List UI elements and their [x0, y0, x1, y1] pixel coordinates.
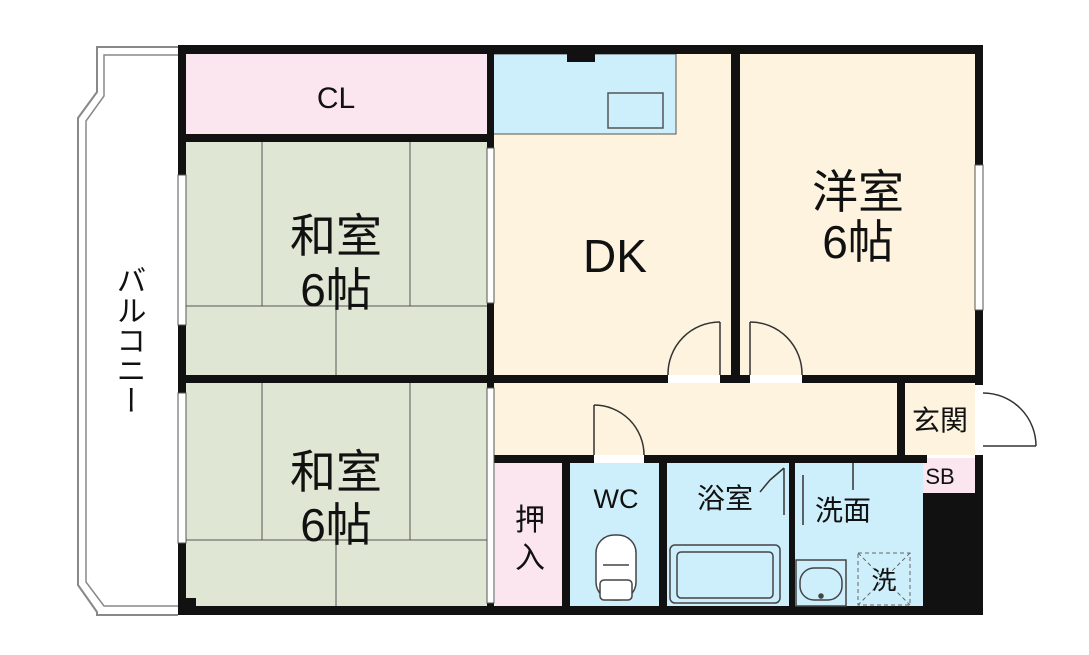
dk-label: DK	[583, 230, 647, 282]
oshiire-label-bottom: 入	[515, 542, 545, 575]
closet-label: CL	[317, 82, 355, 115]
bath-area	[667, 463, 789, 610]
tatami-lines-bottom	[185, 383, 487, 610]
sink-icon	[607, 92, 664, 129]
washing-machine-icon	[857, 552, 911, 606]
washitsu-bottom-name: 和室	[290, 446, 382, 498]
washitsu-top-size: 6帖	[300, 264, 372, 316]
washitsu-bottom-size: 6帖	[300, 499, 372, 551]
closet-area	[185, 54, 487, 134]
youshitsu-area	[740, 54, 975, 375]
walls	[178, 45, 983, 615]
youshitsu-size: 6帖	[822, 216, 894, 268]
windows	[177, 147, 984, 604]
genkan-area	[905, 383, 975, 455]
kitchen-counter	[492, 53, 677, 135]
wc-label: WC	[594, 484, 639, 514]
washer-label: 洗	[871, 567, 896, 595]
washroom-label: 洗面	[815, 495, 871, 526]
washbasin-icon	[795, 559, 847, 607]
doors	[593, 321, 1037, 525]
washitsu-top-name: 和室	[290, 210, 382, 262]
shoebox-label: SB	[925, 464, 954, 489]
genkan-label: 玄関	[912, 405, 968, 436]
bathtub-icon	[669, 544, 781, 604]
balcony-label: バルコニー	[112, 265, 145, 415]
washroom-area	[795, 463, 923, 610]
balcony	[77, 46, 178, 616]
bath-label: 浴室	[697, 483, 753, 514]
youshitsu-name: 洋室	[812, 166, 904, 218]
oshiire-area	[495, 463, 562, 610]
tatami-lines-top	[185, 142, 487, 375]
oshiire-label-top: 押	[515, 504, 545, 537]
toilet-icon	[595, 534, 637, 601]
hallway-area	[493, 383, 905, 455]
